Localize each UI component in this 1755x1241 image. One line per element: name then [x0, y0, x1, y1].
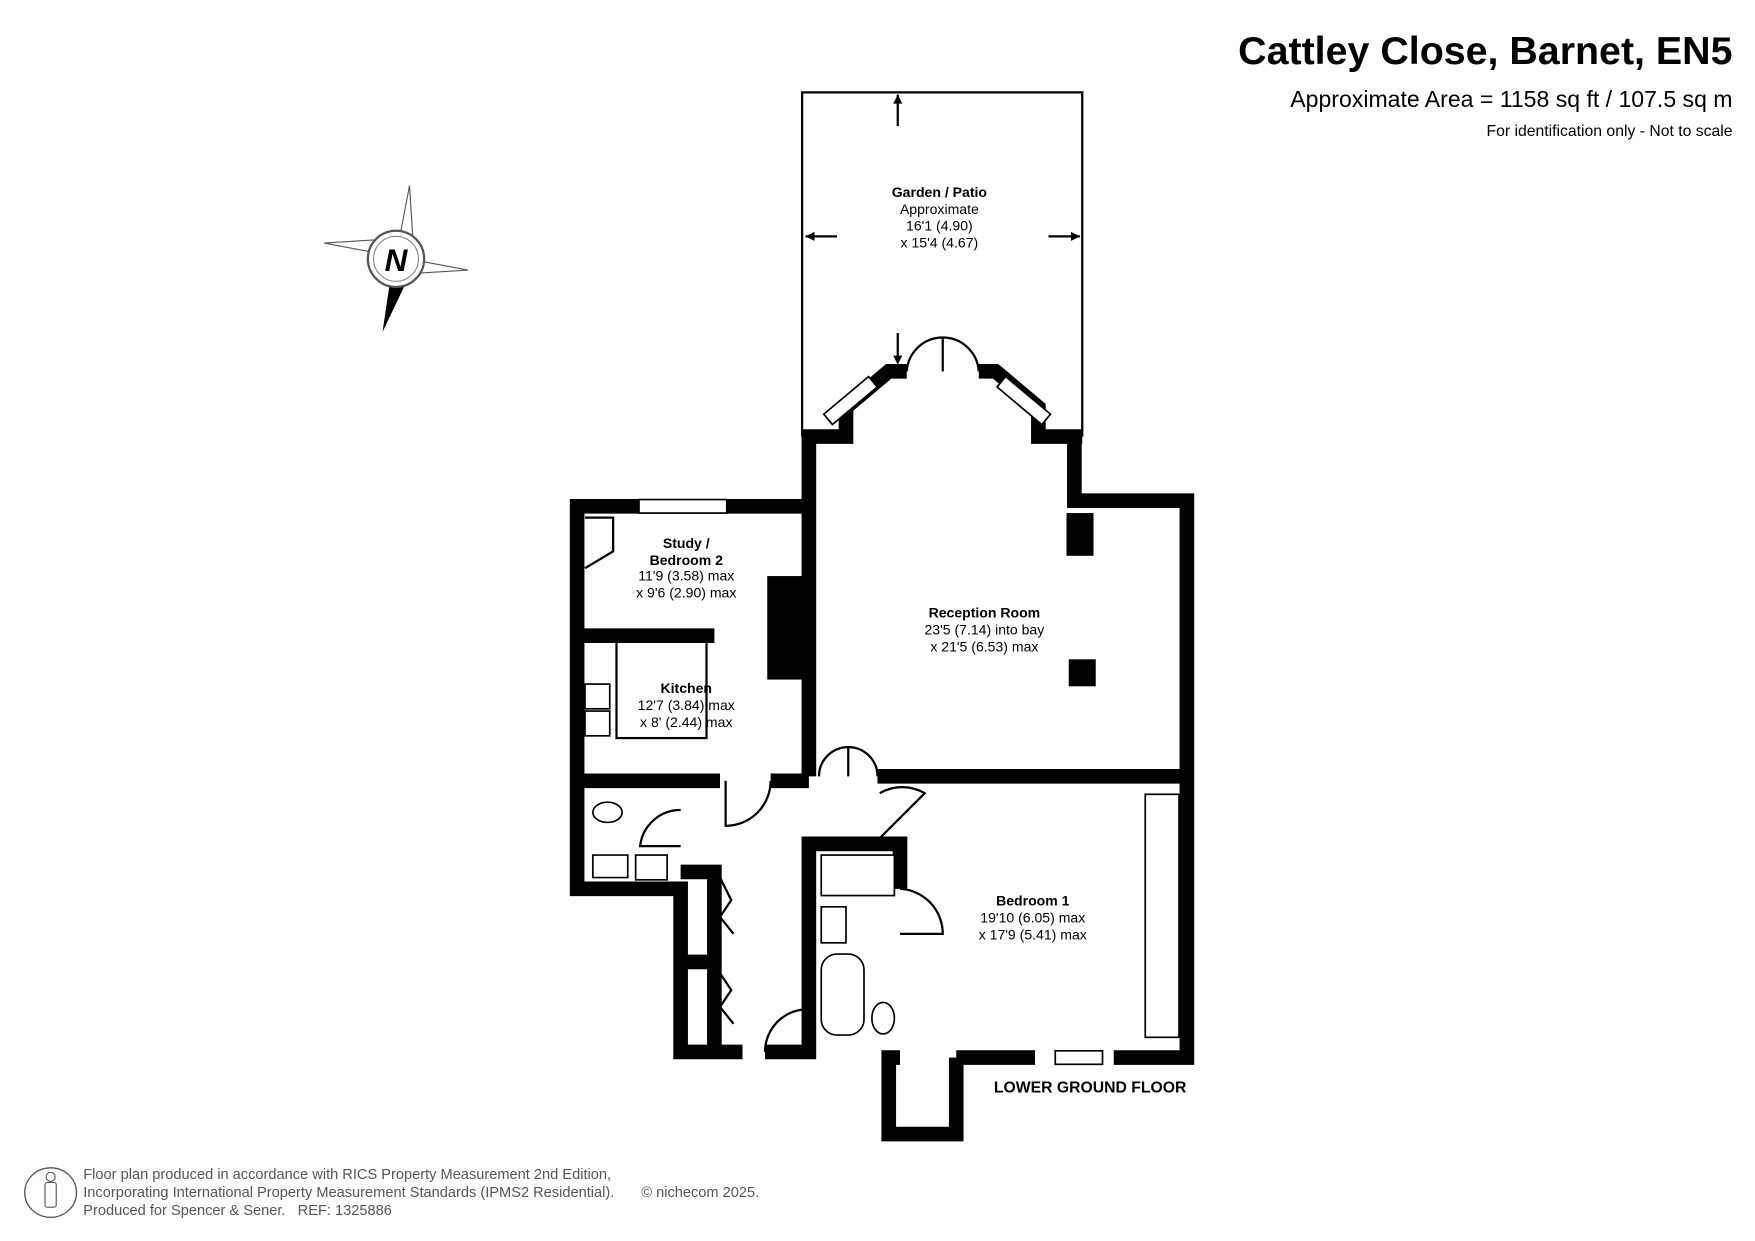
footer-line-1: Floor plan produced in accordance with R… — [83, 1167, 611, 1183]
study-label: Study / Bedroom 2 11'9 (3.58) max x 9'6 … — [636, 535, 736, 601]
reception-dim-2: x 21'5 (6.53) max — [930, 638, 1038, 654]
compass-north-label: N — [385, 242, 409, 278]
reception-name: Reception Room — [929, 605, 1041, 621]
bedroom1-label: Bedroom 1 19'10 (6.05) max x 17'9 (5.41)… — [979, 893, 1087, 943]
garden-dim-1: 16'1 (4.90) — [906, 218, 973, 234]
kitchen-label: Kitchen 12'7 (3.84) max x 8' (2.44) max — [638, 680, 735, 730]
kitchen-dim-2: x 8' (2.44) max — [640, 714, 732, 730]
garden-label: Garden / Patio Approximate 16'1 (4.90) x… — [892, 184, 988, 251]
study-name-1: Study / — [663, 535, 710, 551]
kitchen-dim-1: 12'7 (3.84) max — [638, 697, 735, 713]
garden-dim-2: x 15'4 (4.67) — [901, 235, 979, 251]
floor-label: LOWER GROUND FLOOR — [994, 1079, 1187, 1096]
garden-note: Approximate — [900, 201, 979, 217]
footer-line-2: Incorporating International Property Mea… — [83, 1185, 614, 1201]
kitchen-name: Kitchen — [660, 680, 712, 696]
approximate-area: Approximate Area = 1158 sq ft / 107.5 sq… — [1290, 86, 1732, 112]
study-dim-2: x 9'6 (2.90) max — [636, 584, 736, 600]
walls — [569, 364, 1195, 1142]
compass-icon: N — [323, 185, 469, 332]
reception-dim-1: 23'5 (7.14) into bay — [924, 622, 1044, 638]
garden-name: Garden / Patio — [892, 184, 988, 200]
bedroom1-dim-1: 19'10 (6.05) max — [980, 910, 1085, 926]
footer-copyright: © nichecom 2025. — [641, 1185, 759, 1201]
garden-outline — [801, 91, 1084, 437]
reception-label: Reception Room 23'5 (7.14) into bay x 21… — [924, 605, 1044, 655]
footer-line-3: Produced for Spencer & Sener. REF: 13258… — [83, 1203, 392, 1219]
fixtures — [584, 336, 980, 1052]
bedroom1-dim-2: x 17'9 (5.41) max — [979, 926, 1087, 942]
study-name-2: Bedroom 2 — [650, 552, 724, 568]
bedroom1-name: Bedroom 1 — [996, 893, 1070, 909]
disclaimer: For identification only - Not to scale — [1487, 123, 1733, 140]
rics-person-icon — [24, 1167, 78, 1218]
study-dim-1: 11'9 (3.58) max — [638, 568, 734, 584]
property-title: Cattley Close, Barnet, EN5 — [1238, 29, 1732, 73]
